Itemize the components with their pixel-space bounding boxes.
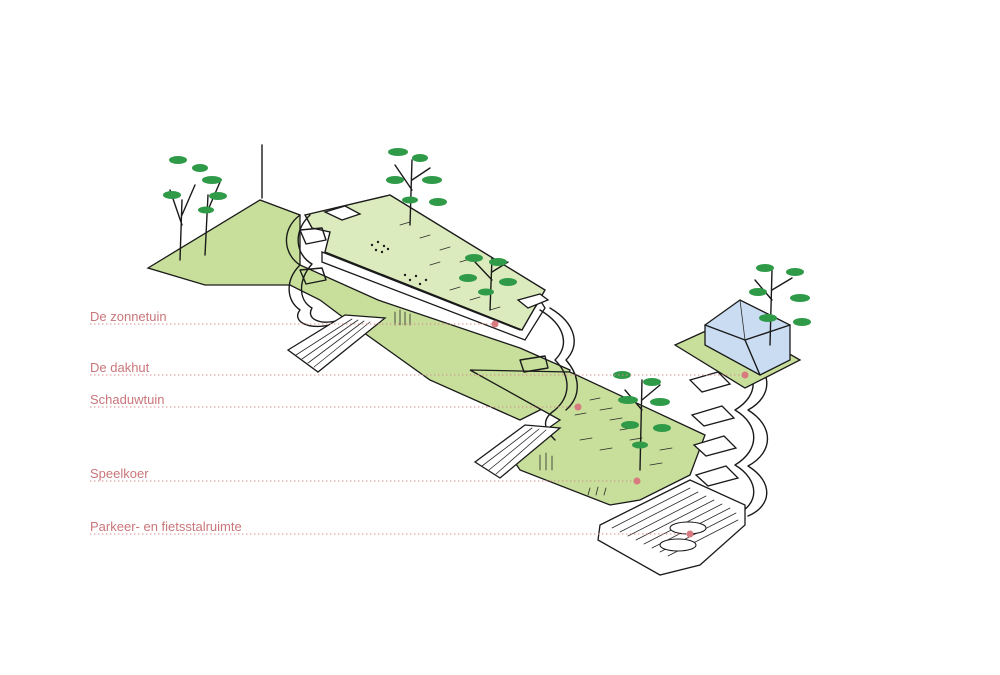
middle-spiral-stair	[519, 307, 578, 441]
marker-dakhut	[741, 371, 749, 379]
label-speelkoer: Speelkoer	[90, 466, 149, 481]
sun-garden-roof	[303, 194, 550, 341]
left-spiral-stair	[285, 214, 341, 327]
shade-garden-strip	[469, 369, 706, 506]
roof-hut	[673, 299, 802, 389]
tree-roof-right	[459, 254, 517, 311]
marker-parkeer	[686, 530, 694, 538]
marker-speelkoer	[633, 477, 641, 485]
markers	[491, 320, 749, 538]
parking-level	[597, 479, 746, 576]
label-dakhut: De dakhut	[90, 360, 150, 375]
right-spiral-stair	[688, 351, 769, 517]
tree-roof-hut	[749, 264, 811, 346]
tree-far-left	[163, 156, 227, 261]
marker-schaduwtuin	[574, 403, 582, 411]
marker-zonnetuin	[491, 320, 499, 328]
label-zonnetuin: De zonnetuin	[90, 309, 167, 324]
label-schaduwtuin: Schaduwtuin	[90, 392, 165, 407]
leader-lines	[90, 323, 745, 535]
middle-ramp	[473, 424, 562, 479]
left-ramp	[286, 314, 387, 373]
label-parkeer: Parkeer- en fietsstalruimte	[90, 519, 242, 534]
tree-roof-top	[386, 148, 447, 226]
ground-details	[394, 309, 607, 496]
